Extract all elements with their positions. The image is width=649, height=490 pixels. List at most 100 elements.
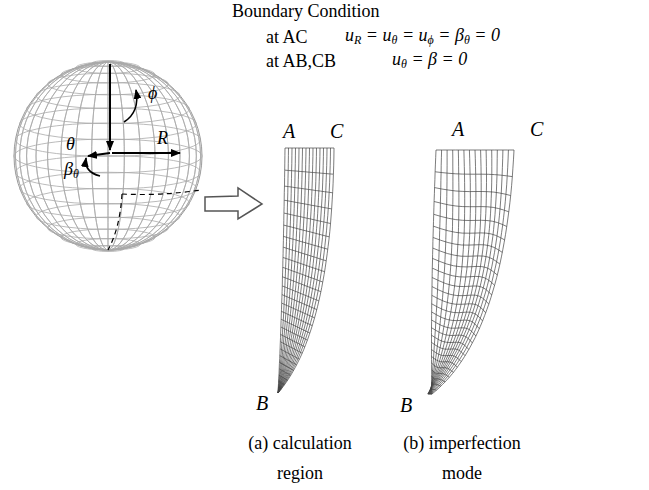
mesh-line (433, 238, 502, 253)
mesh-line (434, 214, 507, 226)
longitude-line (108, 62, 109, 250)
longitude-line (92, 62, 125, 250)
mesh-line (432, 278, 492, 296)
mesh-line (278, 148, 331, 393)
mesh-line (281, 335, 305, 347)
mesh-line (428, 394, 432, 395)
mesh-line (278, 148, 327, 393)
corner-label: B (400, 394, 412, 416)
axis-arrow (112, 152, 180, 154)
mesh-line (283, 267, 323, 282)
rotation-arrow (124, 90, 137, 122)
mesh-line (279, 375, 288, 380)
rotation-arrow (86, 158, 100, 176)
mesh-line (431, 150, 508, 394)
mesh-line (428, 150, 481, 394)
mesh-line (278, 148, 310, 393)
mesh-line (284, 200, 331, 209)
condition-location: at AC (266, 26, 308, 48)
condition-location: at AB,CB (266, 50, 336, 72)
mesh-line (279, 369, 291, 376)
sub-caption: (b) imperfection mode (392, 428, 532, 488)
corner-label: B (256, 392, 268, 414)
mesh-line (285, 170, 334, 174)
longitude-line (76, 62, 140, 250)
sub-caption: (a) calculation region (236, 428, 364, 488)
mesh-line (280, 342, 302, 353)
longitude-line (92, 62, 125, 250)
mesh-line (433, 248, 500, 264)
longitude-line (48, 62, 169, 250)
shell-panels (278, 148, 514, 394)
corner-label: A (283, 120, 295, 142)
longitude-line (15, 62, 200, 250)
longitude-line (61, 62, 155, 250)
mesh-line (429, 150, 497, 394)
longitude-line (36, 62, 180, 250)
mesh-line (282, 295, 317, 310)
longitude-line (61, 62, 155, 250)
axis-symbol: R (157, 127, 168, 149)
mesh-line (432, 268, 494, 285)
mesh-line (281, 311, 312, 325)
mesh-line (284, 213, 331, 223)
longitude-line (48, 62, 169, 250)
longitude-line (36, 62, 180, 250)
mesh-line (432, 328, 473, 343)
axes (86, 64, 180, 176)
mesh-line (279, 381, 285, 385)
mesh-line (432, 312, 480, 329)
axis-symbol: ϕ (148, 82, 157, 104)
mesh-line (430, 388, 436, 390)
mesh-line (435, 172, 512, 177)
mesh-line (428, 150, 464, 394)
longitude-line (76, 62, 140, 250)
mesh-line (428, 150, 486, 394)
mesh-line (436, 150, 514, 151)
mesh-line (432, 335, 469, 349)
corner-label: C (530, 118, 543, 140)
mesh-line (432, 376, 445, 382)
dashed-region (108, 190, 201, 250)
mesh-line (429, 150, 492, 394)
longitude-line (15, 62, 200, 250)
mesh-line (281, 327, 308, 340)
mesh-line (280, 362, 294, 370)
mesh-line (432, 363, 454, 372)
mesh-line (432, 295, 486, 312)
longitude-line (27, 62, 190, 250)
block-arrow (205, 188, 262, 219)
dashed-line (108, 194, 122, 250)
mesh-line (285, 148, 334, 149)
mesh-line (284, 236, 328, 249)
mesh-line (432, 287, 489, 305)
mesh-line (428, 150, 476, 394)
mesh-line (284, 225, 330, 237)
mesh-line (282, 286, 319, 301)
mesh-line (278, 148, 334, 393)
longitude-line (20, 62, 197, 250)
axis-symbol: βθ (64, 158, 79, 180)
mesh-line (278, 387, 281, 389)
mesh-line (432, 356, 458, 367)
longitude-line (27, 62, 190, 250)
mesh-line (282, 303, 315, 318)
mesh-line (284, 186, 332, 193)
mesh-line (430, 150, 503, 394)
longitude-line (20, 62, 197, 250)
sphere-outline (14, 62, 202, 250)
heading: Boundary Condition (232, 0, 380, 22)
dashed-line (122, 190, 201, 195)
mesh-line (281, 319, 310, 333)
axis-arrow (109, 64, 111, 150)
mesh-line (435, 188, 511, 196)
axis-arrow (88, 153, 110, 156)
mesh-line (432, 342, 466, 355)
mesh-line (280, 356, 297, 365)
corner-label: C (330, 120, 343, 142)
condition-equation: uR = uθ = uϕ = βθ = 0 (345, 24, 500, 46)
condition-equation: uθ = β = 0 (392, 48, 467, 70)
mesh-line (433, 226, 504, 240)
mesh-line (432, 150, 514, 394)
